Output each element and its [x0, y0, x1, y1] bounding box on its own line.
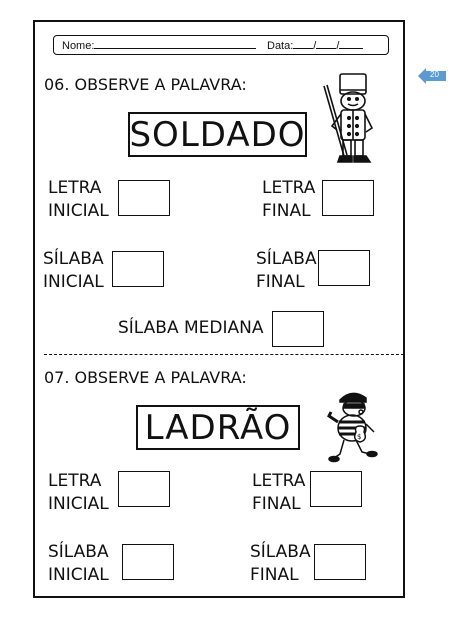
silaba-inicial-label: SÍLABA INICIAL [43, 249, 104, 292]
letra-final-label-07: LETRA FINAL [252, 471, 306, 514]
page-number-tab: 20 [418, 66, 446, 86]
silaba-mediana-answer-box[interactable] [272, 311, 324, 347]
silaba-inicial-label-07: SÍLABA INICIAL [48, 542, 109, 585]
exercise-06-instruction: 06. OBSERVE A PALAVRA: [44, 75, 247, 94]
thief-icon: $ [327, 392, 378, 463]
silaba-final-label-07: SÍLABA FINAL [250, 542, 311, 585]
name-field[interactable]: Nome: [62, 39, 257, 52]
exercise-06-word: SOLDADO [128, 112, 307, 157]
back-arrow-icon [418, 68, 446, 84]
exercise-07-word: LADRÃO [136, 405, 300, 450]
letra-inicial-label: LETRA INICIAL [48, 178, 109, 221]
letra-inicial-answer-box[interactable] [118, 180, 170, 216]
section-divider [44, 354, 404, 355]
silaba-final-label: SÍLABA FINAL [256, 249, 317, 292]
toy-soldier-icon [323, 73, 374, 163]
student-info-header: Nome: Data:// [53, 35, 389, 55]
date-label: Data: [267, 40, 294, 52]
name-label: Nome: [62, 40, 95, 52]
silaba-inicial-answer-box[interactable] [112, 251, 164, 287]
silaba-inicial-answer-box-07[interactable] [122, 544, 174, 580]
letra-inicial-label-07: LETRA INICIAL [48, 471, 109, 514]
silaba-final-answer-box-07[interactable] [314, 544, 366, 580]
worksheet-border [33, 20, 405, 598]
exercise-07-instruction: 07. OBSERVE A PALAVRA: [44, 368, 247, 387]
page-number: 20 [430, 70, 439, 79]
letra-inicial-answer-box-07[interactable] [118, 471, 170, 507]
silaba-final-answer-box[interactable] [318, 250, 370, 286]
date-field[interactable]: Data:// [267, 39, 364, 52]
letra-final-answer-box[interactable] [322, 180, 374, 216]
letra-final-label: LETRA FINAL [262, 178, 316, 221]
letra-final-answer-box-07[interactable] [310, 471, 362, 507]
silaba-mediana-label: SÍLABA MEDIANA [118, 318, 264, 338]
svg-text:$: $ [357, 433, 361, 441]
